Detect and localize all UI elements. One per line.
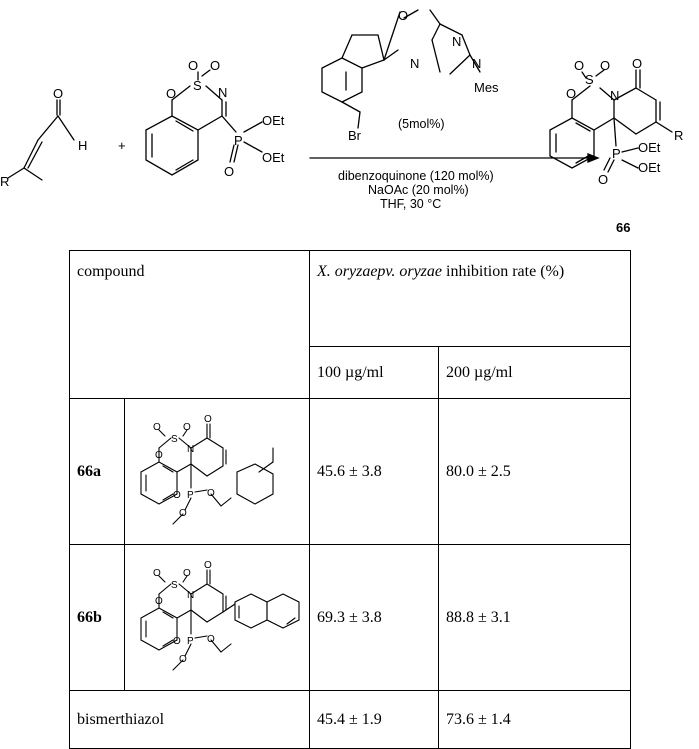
- condition-line-1: dibenzoquinone (120 mol%): [338, 169, 494, 183]
- atom-label: OEt: [638, 140, 661, 155]
- atom-label: P: [612, 146, 621, 161]
- compound-structure-66b: O S O O N O P O O O: [124, 544, 310, 691]
- atom-label: S: [171, 580, 178, 591]
- atom-label: O: [179, 654, 187, 665]
- atom-label: N: [187, 590, 194, 601]
- value-200-control: 73.6 ± 1.4: [438, 690, 631, 749]
- header-conc-100: 100 µg/ml: [309, 346, 439, 399]
- atom-label: P: [234, 133, 243, 148]
- atom-label: OEt: [262, 150, 285, 165]
- structure-drawing: O S O O N O P O O O: [140, 414, 274, 525]
- atom-label: O: [207, 634, 215, 645]
- atom-label: Br: [348, 128, 362, 143]
- atom-label: O: [207, 488, 215, 499]
- condition-line-3: THF, 30 °C: [380, 197, 441, 211]
- atom-label: Mes: [474, 80, 499, 95]
- reactant-sulfonylimine: [145, 69, 263, 176]
- atom-label: O: [188, 58, 198, 73]
- atom-label: O: [632, 56, 642, 71]
- control-name: bismerthiazol: [69, 690, 310, 749]
- atom-label: O: [155, 596, 163, 607]
- value-200-66b: 88.8 ± 3.1: [438, 544, 631, 691]
- atom-label: R: [674, 128, 683, 143]
- product-structure: [549, 69, 673, 173]
- reactant-enal: [7, 99, 75, 181]
- atom-label: S: [171, 434, 178, 445]
- atom-label: N: [452, 34, 461, 49]
- catalyst-structure: [321, 9, 481, 129]
- atom-label: O: [173, 636, 181, 647]
- atom-label: O: [166, 86, 176, 101]
- table-row: bismerthiazol 45.4 ± 1.9 73.6 ± 1.4: [69, 690, 631, 749]
- atom-label: R: [0, 174, 9, 189]
- compound-id: 66b: [69, 544, 125, 691]
- atom-label: P: [187, 490, 194, 501]
- atom-label: O: [600, 58, 610, 73]
- atom-label: S: [193, 78, 202, 93]
- header-inhibition: X. oryzaepv. oryzae inhibition rate (%): [309, 250, 631, 347]
- atom-label: P: [187, 636, 194, 647]
- atom-label: S: [585, 72, 594, 87]
- value-100-control: 45.4 ± 1.9: [309, 690, 439, 749]
- atom-label: O: [574, 58, 584, 73]
- atom-label: N: [218, 85, 227, 100]
- atom-label: N: [187, 444, 194, 455]
- atom-label: N: [610, 88, 619, 103]
- atom-label: O: [153, 422, 161, 433]
- plus-sign: +: [118, 138, 126, 153]
- atom-label: OEt: [262, 113, 285, 128]
- header-inhibition-text: inhibition rate (%): [442, 263, 565, 280]
- atom-label: H: [78, 138, 87, 153]
- condition-line-2: NaOAc (20 mol%): [368, 183, 469, 197]
- atom-label: O: [153, 568, 161, 579]
- compound-id: 66a: [69, 398, 125, 545]
- value-100-66b: 69.3 ± 3.8: [309, 544, 439, 691]
- atom-label: OEt: [638, 160, 661, 175]
- atom-label: O: [53, 86, 63, 101]
- table-row: 66a: [69, 398, 631, 545]
- header-conc-200: 200 µg/ml: [438, 346, 631, 399]
- header-organism: X. oryzaepv. oryzae: [317, 263, 442, 280]
- atom-label: O: [598, 172, 608, 187]
- atom-label: O: [210, 58, 220, 73]
- atom-label: O: [183, 422, 191, 433]
- structure-drawing: O S O O N O P O O O: [140, 560, 300, 671]
- header-compound: compound: [69, 250, 310, 399]
- atom-label: O: [204, 414, 212, 425]
- catalyst-loading: (5mol%): [398, 117, 445, 131]
- inhibition-table: compound X. oryzaepv. oryzae inhibition …: [69, 250, 631, 749]
- atom-label: O: [224, 164, 234, 179]
- atom-label: O: [173, 490, 181, 501]
- table-row: 66b: [69, 544, 631, 691]
- atom-label: O: [398, 8, 408, 23]
- atom-label: N: [410, 56, 419, 71]
- atom-label: O: [204, 560, 212, 571]
- value-100-66a: 45.6 ± 3.8: [309, 398, 439, 545]
- atom-label: O: [183, 568, 191, 579]
- atom-label: O: [179, 508, 187, 519]
- atom-label: O: [566, 86, 576, 101]
- atom-label: N: [472, 56, 481, 71]
- value-200-66a: 80.0 ± 2.5: [438, 398, 631, 545]
- product-label: 66: [616, 220, 630, 235]
- compound-structure-66a: O S O O N O P O O O: [124, 398, 310, 545]
- reaction-scheme: O H R + O S O O N P O OEt OEt O N N N Me…: [0, 8, 683, 235]
- atom-label: O: [155, 450, 163, 461]
